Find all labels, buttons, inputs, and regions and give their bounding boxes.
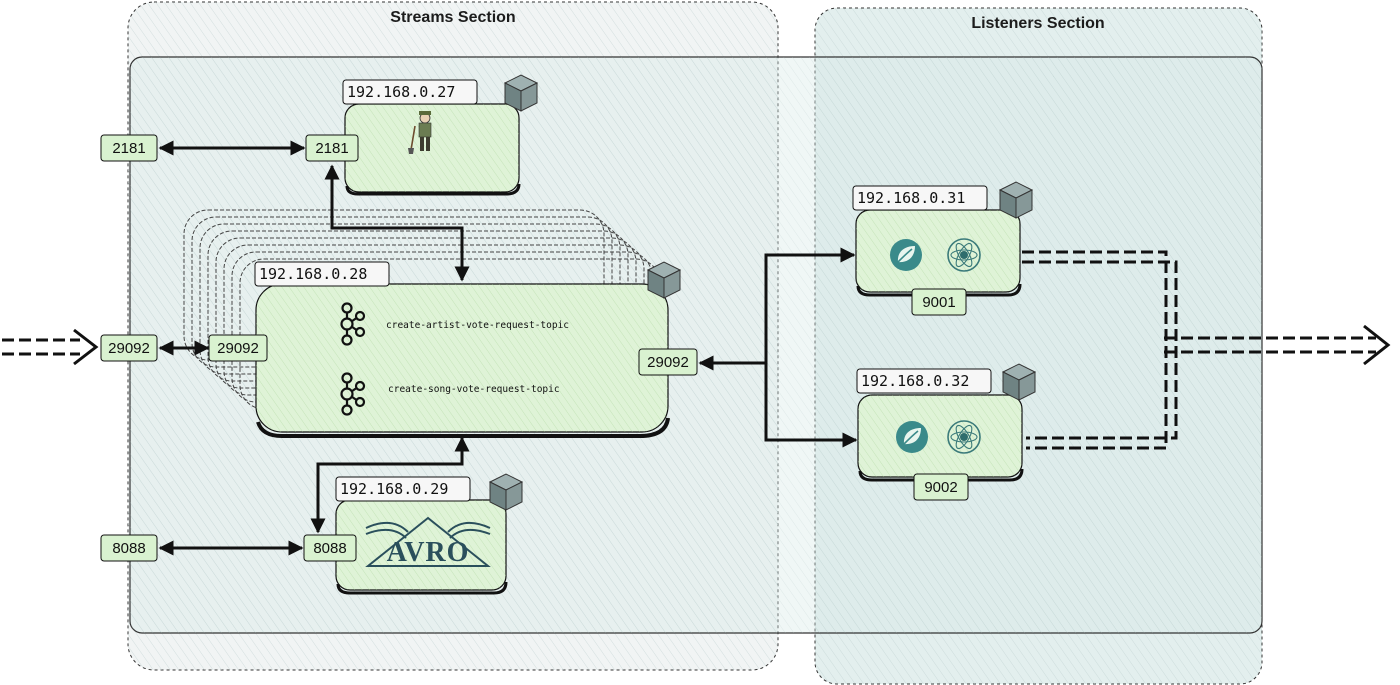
listener-2-port-badge: 9002: [913, 473, 969, 501]
kafka-port-badge-left: 29092: [208, 334, 268, 362]
output-flows: [1022, 250, 1391, 450]
zookeeper-port-badge: 2181: [305, 134, 359, 162]
zookeeper-ip-label: 192.168.0.27: [342, 79, 478, 105]
listener-1-ip-label: 192.168.0.31: [852, 185, 988, 211]
avro-logo-text: AVRO: [387, 537, 470, 568]
streams-section-title: Streams Section: [390, 9, 515, 26]
kafka-node[interactable]: 192.168.0.28 create-artist-vote-request-…: [208, 261, 698, 438]
svg-text:2181: 2181: [315, 140, 348, 157]
spring-icon: [889, 238, 923, 272]
schema-registry-port-badge: 8088: [303, 534, 357, 562]
svg-text:192.168.0.32: 192.168.0.32: [861, 372, 969, 390]
svg-text:192.168.0.27: 192.168.0.27: [347, 83, 455, 101]
svg-text:2181: 2181: [112, 140, 145, 157]
schema-registry-ip-label: 192.168.0.29: [335, 476, 471, 502]
input-flow: [2, 328, 99, 366]
avro-logo: AVRO: [365, 516, 491, 568]
zookeeper-keeper-icon: [408, 111, 432, 154]
kafka-topic: create-song-vote-request-topic: [388, 384, 560, 395]
kafka-port-badge-right: 29092: [638, 348, 698, 376]
connectors: [158, 140, 858, 556]
svg-text:8088: 8088: [313, 540, 346, 557]
zookeeper-node[interactable]: 192.168.0.27 2181: [305, 74, 538, 196]
svg-text:192.168.0.31: 192.168.0.31: [857, 189, 965, 207]
svg-text:8088: 8088: [112, 540, 145, 557]
svg-text:29092: 29092: [108, 340, 150, 357]
svg-text:192.168.0.28: 192.168.0.28: [259, 265, 367, 283]
kafka-schema-registry-link: [310, 436, 470, 534]
host-cube-icon: [489, 473, 523, 511]
svg-text:29092: 29092: [647, 354, 689, 371]
kafka-topic: create-artist-vote-request-topic: [386, 320, 569, 331]
host-cube-icon: [999, 181, 1033, 219]
host-cube-icon: [1002, 363, 1036, 401]
listener-1-link: [764, 247, 856, 363]
listener-1-port-badge: 9001: [911, 288, 967, 316]
listener-2-node[interactable]: 192.168.0.32 9002: [856, 363, 1036, 501]
kafka-external-port[interactable]: 29092: [100, 334, 158, 362]
zookeeper-external-port[interactable]: 2181: [100, 134, 158, 162]
svg-text:9002: 9002: [924, 479, 957, 496]
schema-registry-external-port[interactable]: 8088: [100, 534, 158, 562]
svg-text:192.168.0.29: 192.168.0.29: [340, 480, 448, 498]
svg-text:9001: 9001: [922, 294, 955, 311]
host-cube-icon: [647, 261, 681, 299]
listener-1-node[interactable]: 192.168.0.31 9001: [852, 181, 1033, 316]
svg-text:29092: 29092: [217, 340, 259, 357]
host-cube-icon: [504, 74, 538, 112]
kafka-ip-label: 192.168.0.28: [254, 261, 390, 287]
schema-registry-node[interactable]: AVRO 192.168.0.29 8088: [303, 473, 523, 595]
listener-2-ip-label: 192.168.0.32: [856, 368, 992, 394]
kafka-zookeeper-link: [324, 164, 470, 282]
spring-icon: [895, 420, 929, 454]
listener-2-link: [764, 363, 858, 448]
listeners-section-title: Listeners Section: [971, 15, 1104, 32]
